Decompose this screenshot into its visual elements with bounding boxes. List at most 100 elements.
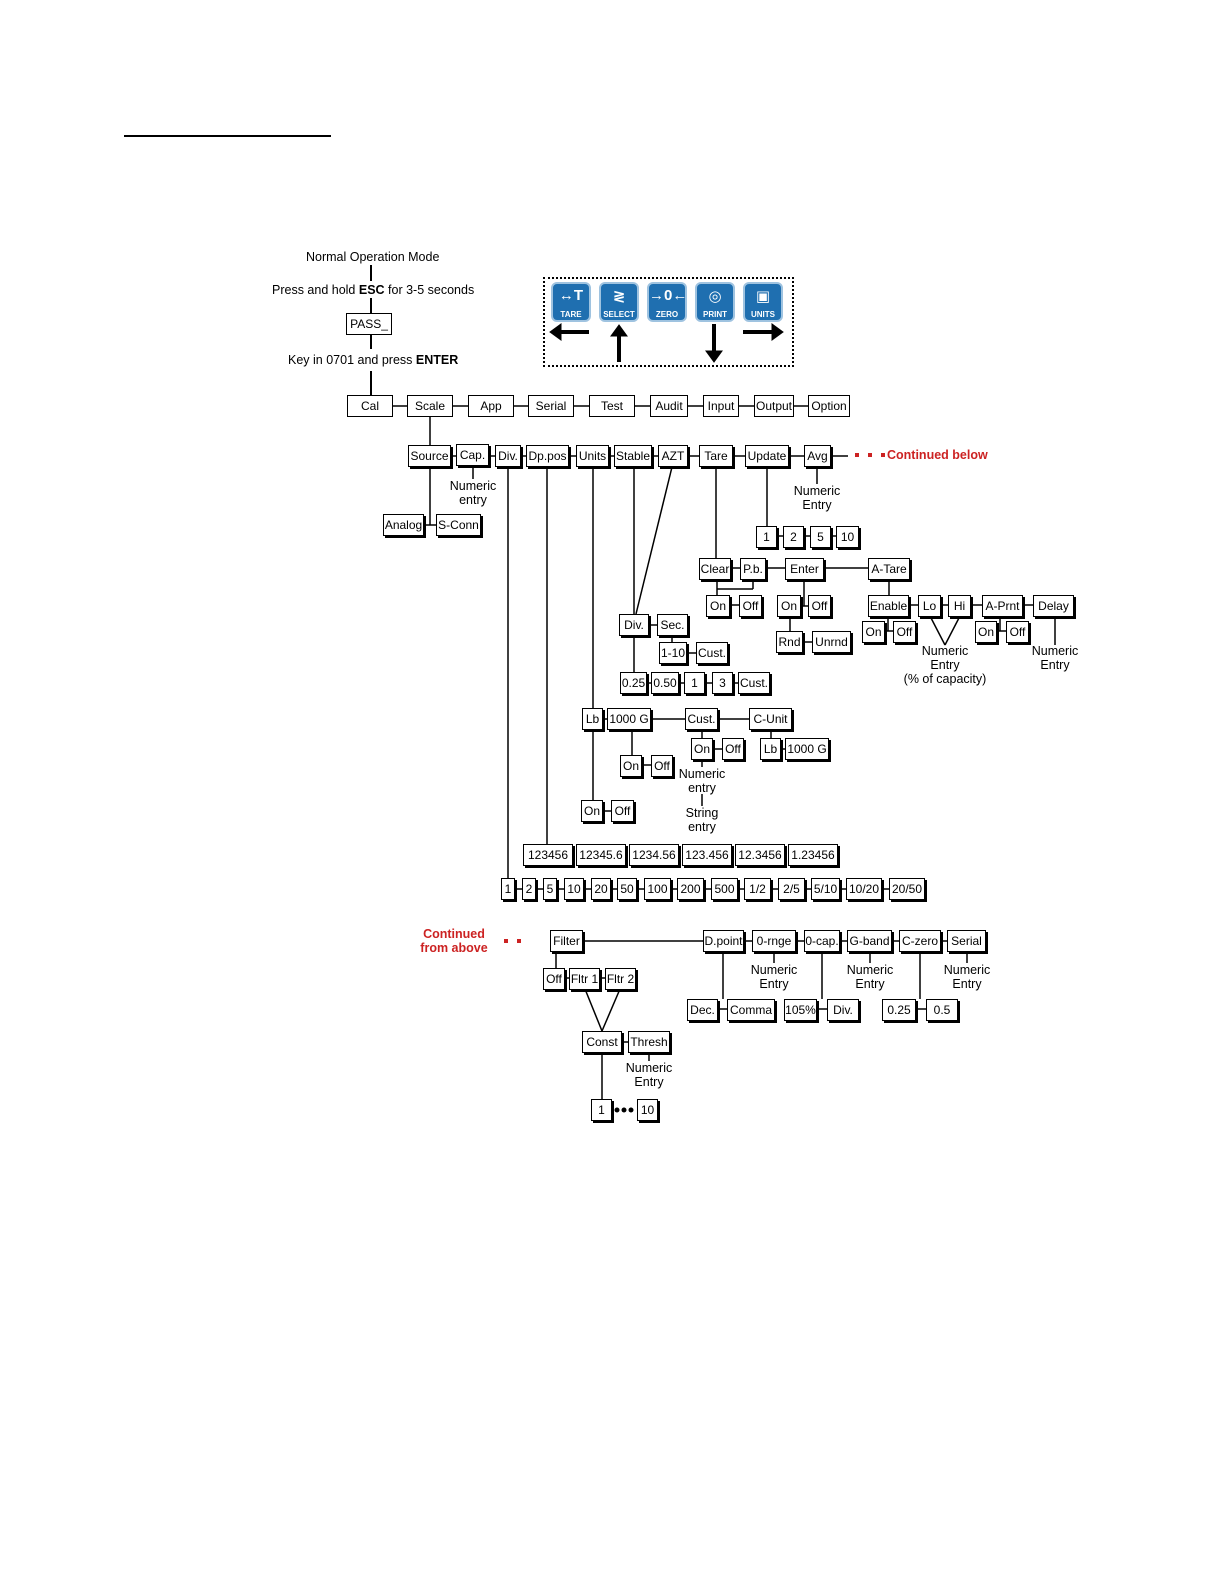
units-1000g[interactable]: 1000 G bbox=[607, 708, 651, 730]
dpoint-comma[interactable]: Comma bbox=[727, 999, 775, 1021]
tare-atare[interactable]: A-Tare bbox=[868, 558, 910, 580]
const-10[interactable]: 10 bbox=[637, 1099, 658, 1121]
division-10-20[interactable]: 10/20 bbox=[846, 878, 882, 900]
aprnt-on[interactable]: On bbox=[975, 621, 997, 643]
tare-clear[interactable]: Clear bbox=[699, 558, 731, 580]
div-050[interactable]: 0.50 bbox=[651, 672, 679, 694]
scale-avg[interactable]: Avg bbox=[804, 445, 831, 467]
enter-off[interactable]: Off bbox=[808, 595, 831, 617]
zero-key[interactable]: →0←ZERO bbox=[647, 282, 687, 322]
avg-dpoint[interactable]: D.point bbox=[703, 930, 744, 952]
filter-fltr2[interactable]: Fltr 2 bbox=[605, 968, 636, 990]
dppos-123456[interactable]: 123456 bbox=[523, 844, 573, 866]
cust-on[interactable]: On bbox=[691, 738, 713, 760]
cunit-1000g[interactable]: 1000 G bbox=[785, 738, 829, 760]
avg-serial[interactable]: Serial bbox=[947, 930, 986, 952]
avg-czero[interactable]: C-zero bbox=[899, 930, 941, 952]
print-key[interactable]: ◎PRINT bbox=[695, 282, 735, 322]
menu-input[interactable]: Input bbox=[703, 395, 739, 417]
scale-dppos[interactable]: Dp.pos bbox=[526, 445, 569, 467]
division-1-2[interactable]: 1/2 bbox=[744, 878, 771, 900]
enter-on[interactable]: On bbox=[777, 595, 801, 617]
enter-rnd[interactable]: Rnd bbox=[776, 631, 803, 653]
tare-pb[interactable]: P.b. bbox=[740, 558, 766, 580]
division-5-10[interactable]: 5/10 bbox=[811, 878, 840, 900]
aprnt-off[interactable]: Off bbox=[1006, 621, 1029, 643]
stable-div[interactable]: Div. bbox=[619, 614, 649, 636]
select-key[interactable]: ≷SELECT bbox=[599, 282, 639, 322]
sec-range[interactable]: 1-10 bbox=[659, 642, 687, 664]
avg-gband[interactable]: G-band bbox=[847, 930, 892, 952]
menu-audit[interactable]: Audit bbox=[650, 395, 688, 417]
menu-app[interactable]: App bbox=[468, 395, 514, 417]
menu-serial[interactable]: Serial bbox=[528, 395, 574, 417]
atare-hi[interactable]: Hi bbox=[948, 595, 971, 617]
g1000-on[interactable]: On bbox=[620, 755, 642, 777]
menu-output[interactable]: Output bbox=[754, 395, 794, 417]
zcap-div[interactable]: Div. bbox=[827, 999, 859, 1021]
czero-05[interactable]: 0.5 bbox=[926, 999, 958, 1021]
tare-enter[interactable]: Enter bbox=[785, 558, 824, 580]
scale-cap[interactable]: Cap. bbox=[456, 444, 489, 466]
division-5[interactable]: 5 bbox=[543, 878, 557, 900]
menu-cal[interactable]: Cal bbox=[347, 395, 393, 417]
filter-fltr1[interactable]: Fltr 1 bbox=[569, 968, 600, 990]
div-025[interactable]: 0.25 bbox=[620, 672, 647, 694]
menu-scale[interactable]: Scale bbox=[407, 395, 453, 417]
sec-cust[interactable]: Cust. bbox=[696, 642, 728, 664]
division-2-5[interactable]: 2/5 bbox=[778, 878, 805, 900]
scale-azt[interactable]: AZT bbox=[658, 445, 688, 467]
avg-filter[interactable]: Filter bbox=[550, 930, 583, 952]
atare-delay[interactable]: Delay bbox=[1033, 595, 1074, 617]
source-analog[interactable]: Analog bbox=[383, 514, 424, 536]
scale-update[interactable]: Update bbox=[745, 445, 789, 467]
enable-on[interactable]: On bbox=[862, 621, 885, 643]
units-on[interactable]: On bbox=[581, 800, 603, 822]
source-sconn[interactable]: S-Conn bbox=[436, 514, 481, 536]
division-500[interactable]: 500 bbox=[711, 878, 738, 900]
units-key[interactable]: ▣UNITS bbox=[743, 282, 783, 322]
dppos-12345.6[interactable]: 12345.6 bbox=[576, 844, 626, 866]
division-2[interactable]: 2 bbox=[522, 878, 536, 900]
czero-025[interactable]: 0.25 bbox=[882, 999, 916, 1021]
g1000-off[interactable]: Off bbox=[651, 755, 673, 777]
clear-off[interactable]: Off bbox=[739, 595, 762, 617]
avg-0cap[interactable]: 0-cap. bbox=[804, 930, 840, 952]
zcap-105[interactable]: 105% bbox=[784, 999, 817, 1021]
clear-on[interactable]: On bbox=[706, 595, 730, 617]
avg-0rnge[interactable]: 0-rnge bbox=[752, 930, 796, 952]
scale-tare[interactable]: Tare bbox=[699, 445, 733, 467]
cust-off[interactable]: Off bbox=[722, 738, 744, 760]
div-1[interactable]: 1 bbox=[684, 672, 705, 694]
atare-aprnt[interactable]: A-Prnt bbox=[982, 595, 1023, 617]
div-3[interactable]: 3 bbox=[712, 672, 733, 694]
dppos-12.3456[interactable]: 12.3456 bbox=[735, 844, 785, 866]
update-1[interactable]: 1 bbox=[756, 526, 777, 548]
scale-source[interactable]: Source bbox=[408, 445, 451, 467]
const-1[interactable]: 1 bbox=[591, 1099, 612, 1121]
scale-div[interactable]: Div. bbox=[495, 445, 521, 467]
division-20[interactable]: 20 bbox=[591, 878, 611, 900]
update-10[interactable]: 10 bbox=[836, 526, 859, 548]
division-50[interactable]: 50 bbox=[617, 878, 637, 900]
dppos-1.23456[interactable]: 1.23456 bbox=[788, 844, 838, 866]
units-cunit[interactable]: C-Unit bbox=[749, 708, 792, 730]
dpoint-dec[interactable]: Dec. bbox=[687, 999, 718, 1021]
enable-off[interactable]: Off bbox=[893, 621, 916, 643]
update-5[interactable]: 5 bbox=[810, 526, 831, 548]
fltr-const[interactable]: Const bbox=[582, 1031, 622, 1053]
menu-test[interactable]: Test bbox=[589, 395, 635, 417]
division-1[interactable]: 1 bbox=[501, 878, 515, 900]
units-off[interactable]: Off bbox=[611, 800, 634, 822]
scale-stable[interactable]: Stable bbox=[614, 445, 652, 467]
atare-enable[interactable]: Enable bbox=[868, 595, 909, 617]
cunit-lb[interactable]: Lb bbox=[760, 738, 781, 760]
atare-lo[interactable]: Lo bbox=[918, 595, 941, 617]
division-100[interactable]: 100 bbox=[644, 878, 671, 900]
units-lb[interactable]: Lb bbox=[582, 708, 603, 730]
enter-unrnd[interactable]: Unrnd bbox=[812, 631, 851, 653]
division-10[interactable]: 10 bbox=[564, 878, 584, 900]
division-20-50[interactable]: 20/50 bbox=[889, 878, 925, 900]
scale-units[interactable]: Units bbox=[576, 445, 609, 467]
